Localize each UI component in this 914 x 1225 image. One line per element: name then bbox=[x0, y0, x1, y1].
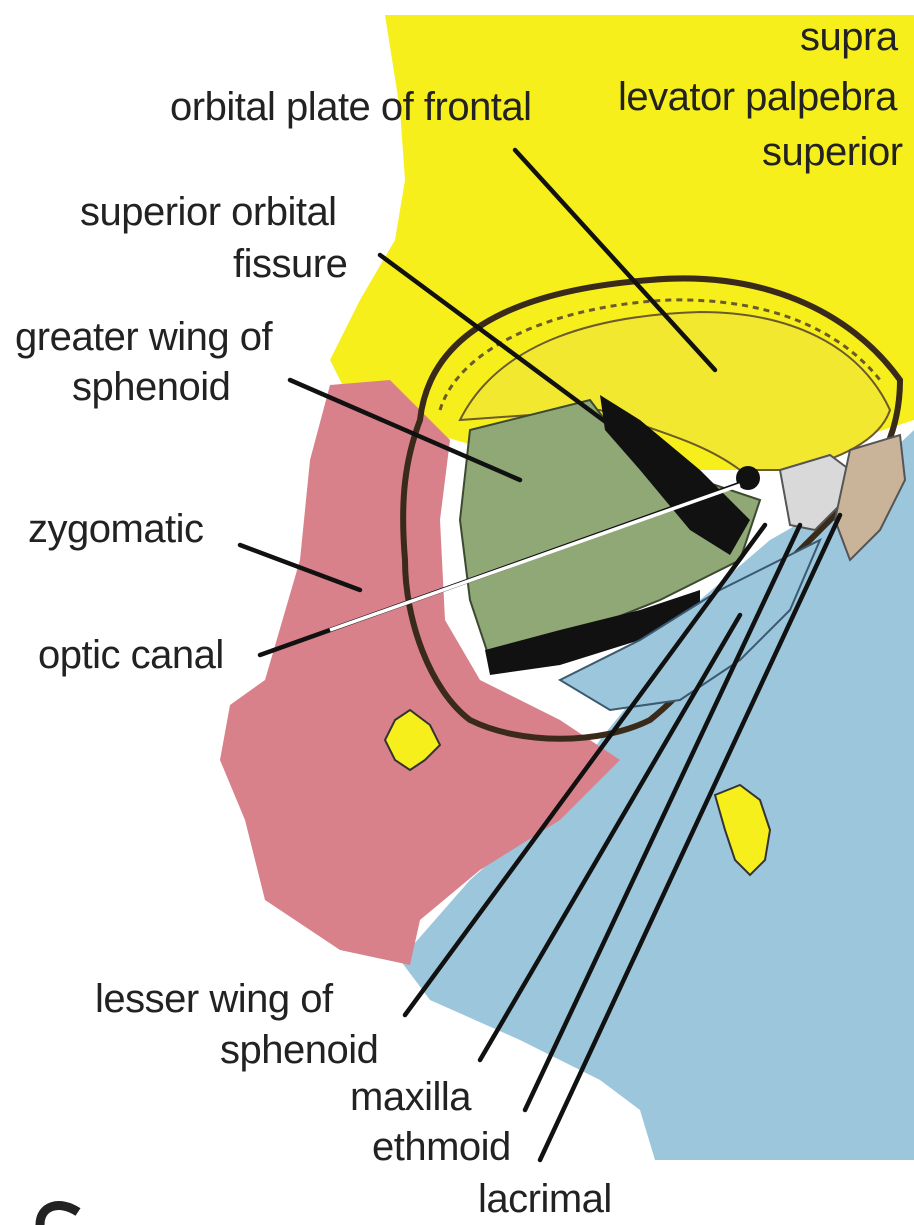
label-greater-wing-2: sphenoid bbox=[72, 365, 230, 409]
label-greater-wing-1: greater wing of bbox=[15, 315, 273, 359]
label-superior-orbital-fissure-2: fissure bbox=[233, 242, 347, 286]
label-ethmoid: ethmoid bbox=[372, 1125, 511, 1169]
label-superior-partial: superior bbox=[762, 130, 903, 174]
label-superior-orbital-fissure-1: superior orbital bbox=[80, 190, 337, 234]
label-lesser-wing-1: lesser wing of bbox=[95, 977, 334, 1021]
label-lacrimal: lacrimal bbox=[478, 1177, 612, 1221]
label-lesser-wing-2: sphenoid bbox=[220, 1028, 378, 1072]
label-orbital-plate-frontal: orbital plate of frontal bbox=[170, 85, 532, 129]
label-supra-partial: supra bbox=[800, 15, 899, 59]
label-zygomatic: zygomatic bbox=[28, 507, 204, 551]
panel-letter-fragment bbox=[40, 1206, 78, 1225]
label-levator-partial: levator palpebra bbox=[618, 75, 898, 119]
label-optic-canal: optic canal bbox=[38, 633, 224, 677]
label-maxilla: maxilla bbox=[350, 1075, 472, 1119]
